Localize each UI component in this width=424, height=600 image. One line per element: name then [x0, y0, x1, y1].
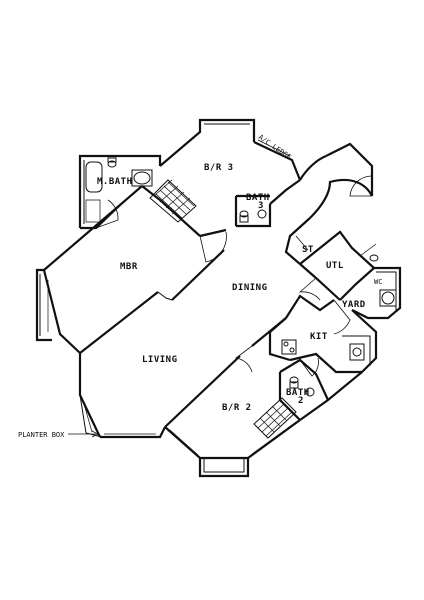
label-wc: WC	[374, 278, 382, 286]
window-lines	[47, 280, 297, 456]
bath2-fixtures	[289, 376, 315, 397]
label-bath-2: BATH	[286, 388, 310, 398]
yard-fixtures	[359, 243, 397, 307]
label-yard: YARD	[342, 300, 366, 310]
interior-walls	[79, 185, 375, 428]
label-bath-2-number: 2	[298, 396, 304, 406]
label-planter-box: PLANTER BOX	[18, 431, 65, 439]
label-bath-3: BATH	[246, 193, 270, 203]
label-kit: KIT	[310, 332, 328, 342]
planter-leader	[68, 430, 99, 438]
label-bedroom-3: B/R 3	[204, 163, 234, 173]
wardrobe-br3	[149, 179, 197, 223]
kitchen-fixtures	[281, 335, 371, 366]
label-utl: UTL	[326, 261, 344, 271]
outer-walls	[35, 118, 402, 478]
bath3-fixtures	[239, 209, 267, 223]
mbath-fixtures	[85, 157, 153, 223]
label-living: LIVING	[142, 355, 178, 365]
label-dining: DINING	[232, 283, 268, 293]
label-ac-ledge: A/C LEDGE	[257, 133, 293, 161]
label-st: ST	[302, 245, 314, 255]
label-mbr: MBR	[120, 262, 138, 272]
label-bedroom-2: B/R 2	[222, 403, 252, 413]
label-master-bath: M.BATH	[97, 177, 133, 187]
label-bath-3-number: 3	[258, 201, 264, 211]
door-swings	[95, 175, 373, 377]
ac-ledge-outline	[257, 139, 291, 157]
wardrobe-br2	[253, 397, 297, 439]
